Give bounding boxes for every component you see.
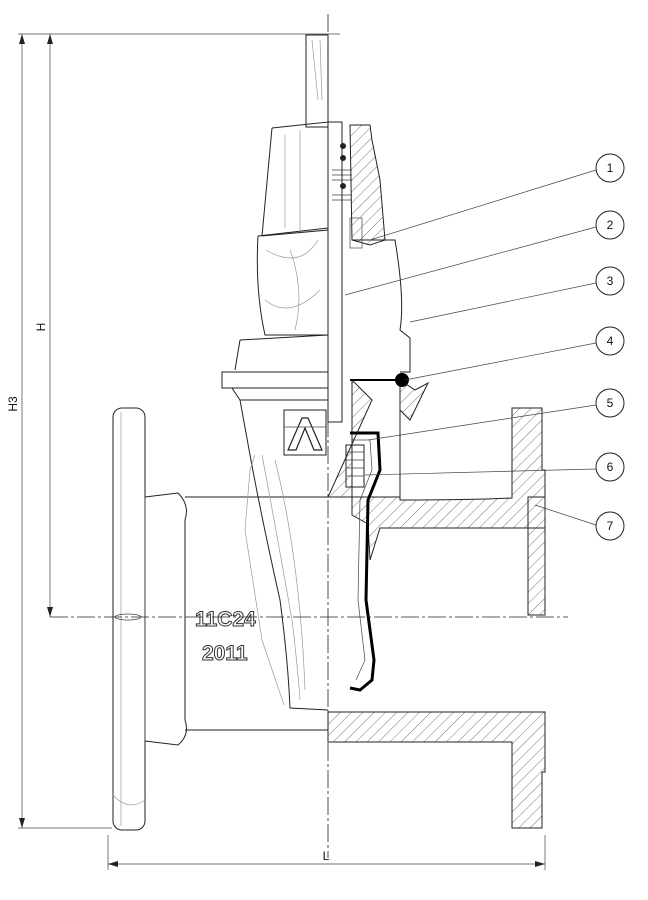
dimension-l-label: L (323, 849, 330, 863)
bonnet-exterior (256, 227, 329, 336)
callouts: 1 2 3 4 5 6 7 (344, 153, 625, 541)
callout-6-label: 6 (607, 460, 614, 474)
callout-6 (595, 452, 625, 482)
batch-code-marking: 11C24 (195, 608, 256, 631)
wedge-housing (239, 399, 329, 711)
body-section-hatched (327, 378, 546, 616)
wedge-nut (345, 444, 365, 488)
callout-5 (595, 388, 625, 418)
bonnet-gasket (395, 373, 409, 387)
bonnet-section-hatched (349, 124, 386, 246)
operating-square (305, 34, 329, 128)
wedge-rubber-section (349, 431, 382, 692)
avk-logo (283, 409, 327, 456)
o-ring-seals (340, 143, 346, 189)
callout-4 (595, 326, 625, 356)
callout-5-label: 5 (607, 396, 614, 410)
callout-2 (595, 210, 625, 240)
callout-1-label: 1 (607, 161, 614, 175)
callout-1 (595, 153, 625, 183)
spindle-section (327, 121, 343, 423)
year-marking: 2011 (202, 642, 248, 665)
dimension-lines (18, 33, 546, 870)
valve-exterior-view: 11C24 2011 (112, 34, 329, 831)
stem-cap (261, 121, 329, 237)
callout-7 (595, 511, 625, 541)
callout-3-label: 3 (607, 274, 614, 288)
valve-section-view (327, 121, 546, 829)
callout-4-label: 4 (607, 334, 614, 348)
body-pipe-left (144, 492, 187, 746)
callout-7-label: 7 (607, 519, 614, 533)
callout-2-label: 2 (607, 218, 614, 232)
bonnet-flange (221, 334, 329, 389)
callout-3 (595, 266, 625, 296)
dimension-h-label: H (34, 323, 48, 332)
dimension-h3-label: H3 (6, 396, 20, 412)
